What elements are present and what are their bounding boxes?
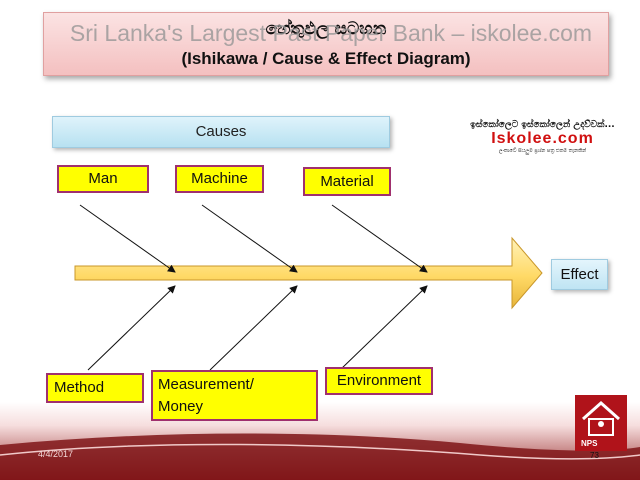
iskolee-logo: ඉස්කෝලෙට ඉස්කෝලෙන් උදව්වක්... Iskolee.co… xyxy=(455,120,630,170)
causes-header: Causes xyxy=(52,116,390,148)
logo-brand: Iskolee.com xyxy=(491,130,594,147)
footer-wave-decoration xyxy=(0,433,640,480)
spine-arrow xyxy=(74,236,543,310)
bone-man xyxy=(79,204,176,273)
cause-material-label: Material xyxy=(320,173,374,190)
cause-machine: Machine xyxy=(175,165,264,193)
bone-measurement xyxy=(209,285,298,371)
watermark-text: Sri Lanka's Largest Past Paper Bank – is… xyxy=(69,20,593,46)
bone-method xyxy=(87,285,176,371)
cause-machine-label: Machine xyxy=(191,170,248,187)
title-english: (Ishikawa / Cause & Effect Diagram) xyxy=(181,49,471,68)
bone-machine xyxy=(201,204,298,273)
cause-material: Material xyxy=(303,167,391,196)
cause-measurement-line1: Measurement/ xyxy=(158,376,254,393)
nps-logo-text: NPS xyxy=(581,439,598,448)
logo-tagline: ඉස්කෝලෙට ඉස්කෝලෙන් උදව්වක්... xyxy=(470,120,615,130)
page-number: 73 xyxy=(590,451,599,460)
title-sinhala: හේතුඵල සටහන xyxy=(265,19,387,39)
cause-method: Method xyxy=(46,373,144,403)
cause-environment-label: Environment xyxy=(336,372,422,389)
cause-man: Man xyxy=(57,165,149,193)
cause-man-label: Man xyxy=(88,170,118,187)
bone-environment xyxy=(339,285,428,371)
cause-measurement-line2: Money xyxy=(158,398,204,415)
cause-measurement: Measurement/ Money xyxy=(151,370,318,421)
nps-logo-icon: NPS xyxy=(575,395,627,451)
effect-box: Effect xyxy=(551,259,608,290)
bone-material xyxy=(331,204,428,273)
footer-date: 4/4/2017 xyxy=(38,449,74,459)
title-banner: හේතුඵල සටහන (Ishikawa / Cause & Effect D… xyxy=(43,12,609,76)
cause-environment: Environment xyxy=(325,367,433,395)
cause-method-label: Method xyxy=(54,379,105,396)
logo-small-text: ලංකාවේ සියලුම ප්‍රශ්න පත්‍ර එකම තැනකින් xyxy=(498,148,587,154)
